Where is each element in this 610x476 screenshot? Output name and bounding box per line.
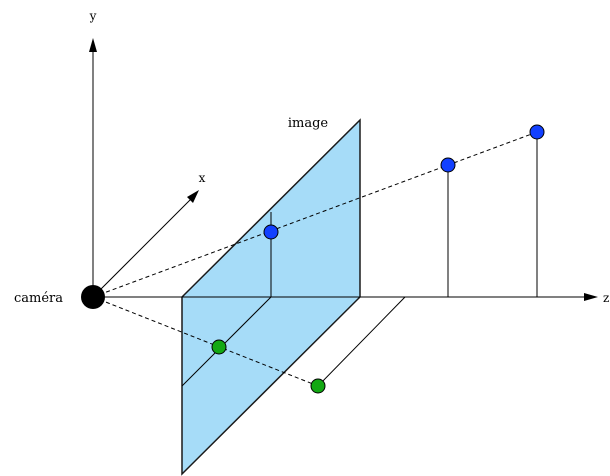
x-axis-line: [92, 196, 194, 298]
x-axis-label: x: [199, 171, 206, 185]
z-axis-arrowhead: [584, 293, 598, 301]
green-support-line: [317, 296, 406, 387]
z-axis-label: z: [603, 291, 609, 305]
blue-point-mid: [440, 157, 456, 173]
y-axis-label: y: [89, 9, 97, 23]
y-axis-arrowhead: [89, 38, 97, 52]
blue-projection-ray: [92, 131, 538, 298]
x-axis-arrowhead: [187, 190, 199, 203]
image-plane-label: image: [288, 116, 329, 131]
green-point-image: [211, 339, 227, 355]
camera-dot: [81, 285, 105, 309]
image-diagonal-line: [181, 296, 272, 387]
green-projection-ray: [92, 296, 319, 387]
green-point-object: [310, 378, 326, 394]
blue-point-image: [263, 224, 279, 240]
blue-point-far: [529, 124, 545, 140]
camera-label: caméra: [14, 291, 63, 306]
